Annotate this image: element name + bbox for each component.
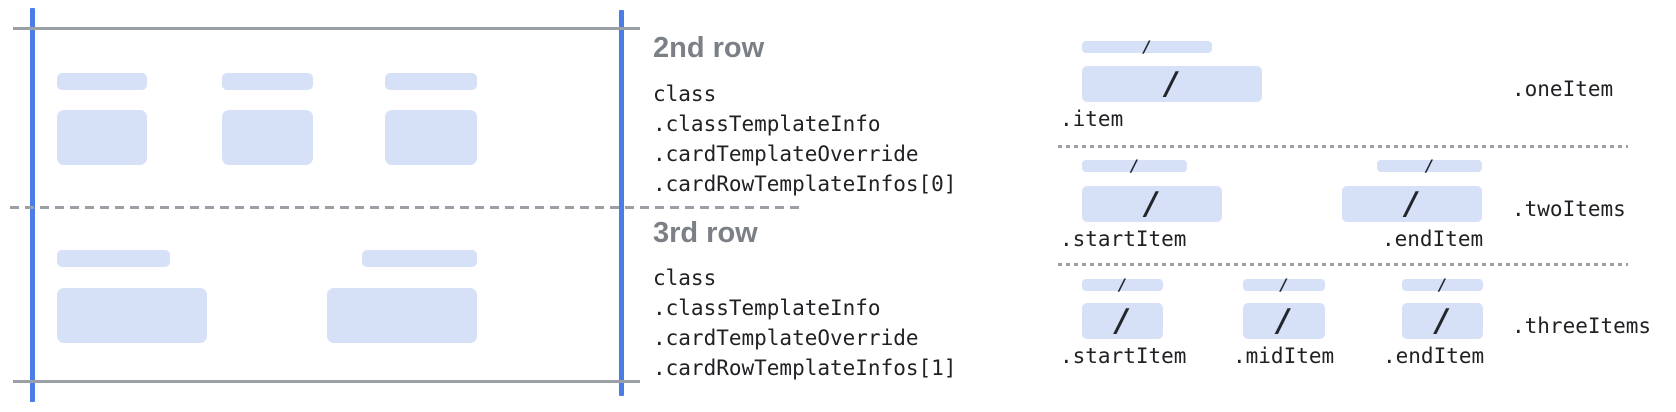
item-value-bar: / [1082, 66, 1262, 102]
row2-title: 2nd row [653, 32, 765, 64]
row3-title: 3rd row [653, 217, 758, 249]
slash-glyph: / [1162, 65, 1182, 102]
row3-code-line: .classTemplateInfo [653, 296, 881, 320]
field-value-box [327, 288, 477, 343]
item-label: .endItem [1382, 227, 1484, 251]
field-label-bar [385, 73, 477, 90]
group-label-one-item: .oneItem [1512, 77, 1614, 101]
row-divider-dashed-line [10, 206, 800, 209]
slash-glyph: / [1117, 275, 1128, 294]
field-label-bar [57, 250, 170, 267]
card-right-guide-line [619, 10, 624, 396]
slash-glyph: / [1279, 275, 1289, 294]
item-value-bar: / [1082, 186, 1222, 222]
row2-code-line: class [653, 82, 717, 106]
section-divider-dotted-line [1058, 145, 1628, 148]
item-label-bar: / [1243, 275, 1325, 294]
field-label-bar [57, 73, 147, 90]
field-value-box [385, 110, 477, 165]
card-bottom-edge-line [13, 380, 640, 383]
slash-glyph: / [1274, 302, 1294, 339]
field-label-bar [362, 250, 477, 267]
row2-code-line: .classTemplateInfo [653, 112, 881, 136]
card-top-edge-line [13, 27, 640, 30]
row3-code-line: class [653, 266, 717, 290]
item-label-bar: / [1402, 275, 1483, 294]
item-label-bar: / [1082, 275, 1163, 294]
item-label-bar: / [1082, 156, 1187, 175]
item-label: .item [1060, 107, 1124, 131]
item-value-bar: / [1082, 303, 1163, 339]
section-divider-dotted-line [1058, 263, 1628, 266]
slash-glyph: / [1113, 302, 1132, 339]
slash-glyph: / [1402, 185, 1422, 222]
slash-glyph: / [1142, 185, 1162, 222]
slash-glyph: / [1433, 302, 1452, 339]
field-value-box [57, 110, 147, 165]
row2-code-line: .cardTemplateOverride [653, 142, 919, 166]
item-label: .startItem [1060, 344, 1187, 368]
slash-glyph: / [1437, 275, 1448, 294]
group-label-three-items: .threeItems [1512, 314, 1652, 338]
field-label-bar [222, 73, 313, 90]
row3-code-line: .cardRowTemplateInfos[1] [653, 356, 957, 380]
item-label: .endItem [1383, 344, 1485, 368]
row2-code-line: .cardRowTemplateInfos[0] [653, 172, 957, 196]
group-label-two-items: .twoItems [1512, 197, 1626, 221]
item-label-bar: / [1377, 156, 1482, 175]
field-value-box [222, 110, 313, 165]
item-value-bar: / [1402, 303, 1483, 339]
slash-glyph: / [1142, 37, 1152, 56]
item-label-bar: / [1082, 37, 1212, 56]
item-value-bar: / [1342, 186, 1482, 222]
item-label: .midItem [1233, 344, 1335, 368]
slash-glyph: / [1129, 156, 1140, 175]
row3-code-line: .cardTemplateOverride [653, 326, 919, 350]
item-label: .startItem [1060, 227, 1187, 251]
card-left-guide-line [30, 8, 35, 402]
item-value-bar: / [1243, 303, 1325, 339]
slash-glyph: / [1424, 156, 1435, 175]
field-value-box [57, 288, 207, 343]
